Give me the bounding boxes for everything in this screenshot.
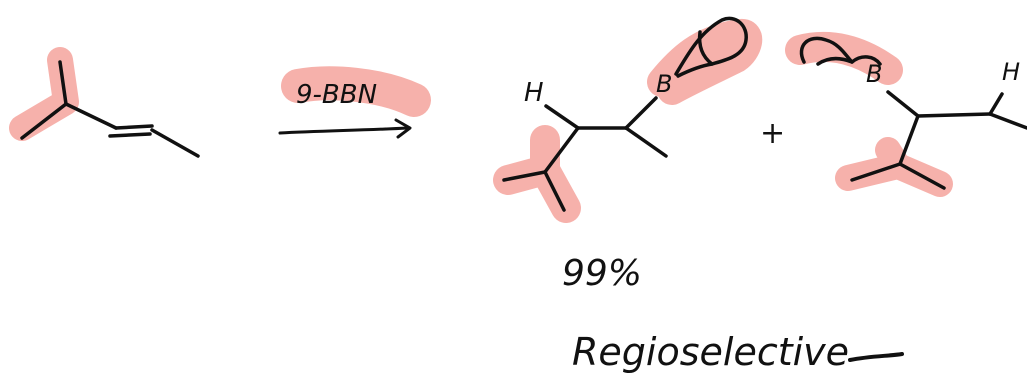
bbn-cage bbox=[816, 56, 854, 66]
reactant-double-bond bbox=[114, 124, 154, 130]
product-bond bbox=[898, 162, 946, 190]
product-bond bbox=[988, 92, 1004, 116]
bbn-cage bbox=[697, 30, 714, 66]
product-bond bbox=[916, 112, 992, 118]
reagent-label: 9-BBN bbox=[296, 80, 377, 110]
product-bond bbox=[988, 112, 1027, 130]
product-bond bbox=[502, 170, 547, 182]
reactant-branch-highlight bbox=[9, 47, 79, 141]
reaction-arrow bbox=[278, 126, 410, 135]
product-bond bbox=[544, 104, 580, 130]
product-bond bbox=[850, 162, 902, 182]
regioselective-label: Regioselective bbox=[572, 330, 849, 374]
product-bond bbox=[624, 126, 668, 158]
product-bond bbox=[624, 96, 658, 130]
reagent-highlight bbox=[281, 66, 431, 117]
reactant-bond bbox=[20, 102, 68, 140]
underline-flourish bbox=[848, 352, 904, 362]
hydrogen-label: H bbox=[524, 78, 544, 108]
product-bond bbox=[543, 170, 566, 212]
product-bond bbox=[898, 114, 920, 166]
product-bond bbox=[886, 90, 920, 118]
arrow-head bbox=[394, 118, 412, 139]
bbn-cage bbox=[674, 16, 748, 78]
product-bond bbox=[543, 126, 580, 174]
yield-label: 99% bbox=[562, 253, 642, 294]
reactant-alkene bbox=[20, 60, 200, 158]
boron-label: B bbox=[866, 60, 882, 88]
boron-label: B bbox=[656, 70, 672, 98]
bbn-cage bbox=[799, 36, 882, 66]
product-left: H B bbox=[502, 16, 748, 212]
reactant-double-bond bbox=[108, 132, 152, 138]
product-right: B H bbox=[799, 36, 1027, 190]
left-boron-highlight bbox=[647, 19, 763, 105]
plus-sign: + bbox=[760, 116, 785, 151]
reaction-arrow-group: 9-BBN bbox=[278, 80, 412, 139]
reactant-bond bbox=[58, 60, 68, 106]
reactant-bond bbox=[150, 128, 200, 158]
reactant-bond bbox=[64, 102, 118, 130]
hydrogen-label: H bbox=[1002, 58, 1020, 86]
